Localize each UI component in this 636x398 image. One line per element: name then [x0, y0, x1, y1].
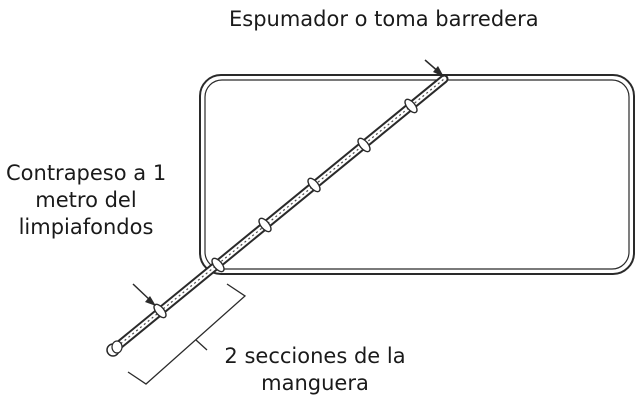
pool-outline-inner: [204, 79, 630, 270]
pool-outline-outer: [199, 74, 635, 275]
sections-label-line-2: manguera: [261, 371, 369, 395]
skimmer-label: Espumador o toma barredera: [229, 7, 539, 31]
hose-joint: [211, 257, 225, 273]
hose-joint: [258, 217, 272, 233]
counterweight-label: Contrapeso a 1 metro del limpiafondos: [6, 160, 166, 241]
counterweight-label-line-1: Contrapeso a 1: [6, 161, 167, 185]
hose-joint: [357, 137, 371, 153]
counterweight-arrow: [132, 283, 156, 306]
hose-joint: [404, 98, 418, 114]
counterweight-label-line-3: limpiafondos: [18, 215, 154, 239]
hose-joint: [307, 177, 321, 193]
hose-joints: [153, 98, 418, 319]
vacuum-hose: [108, 74, 449, 355]
hose-end-cap: [106, 340, 123, 357]
sections-label: 2 secciones de la manguera: [206, 343, 424, 397]
sections-label-line-1: 2 secciones de la: [224, 344, 406, 368]
skimmer-arrow: [424, 59, 444, 77]
counterweight-label-line-2: metro del: [35, 188, 137, 212]
sections-bracket: [127, 283, 247, 385]
